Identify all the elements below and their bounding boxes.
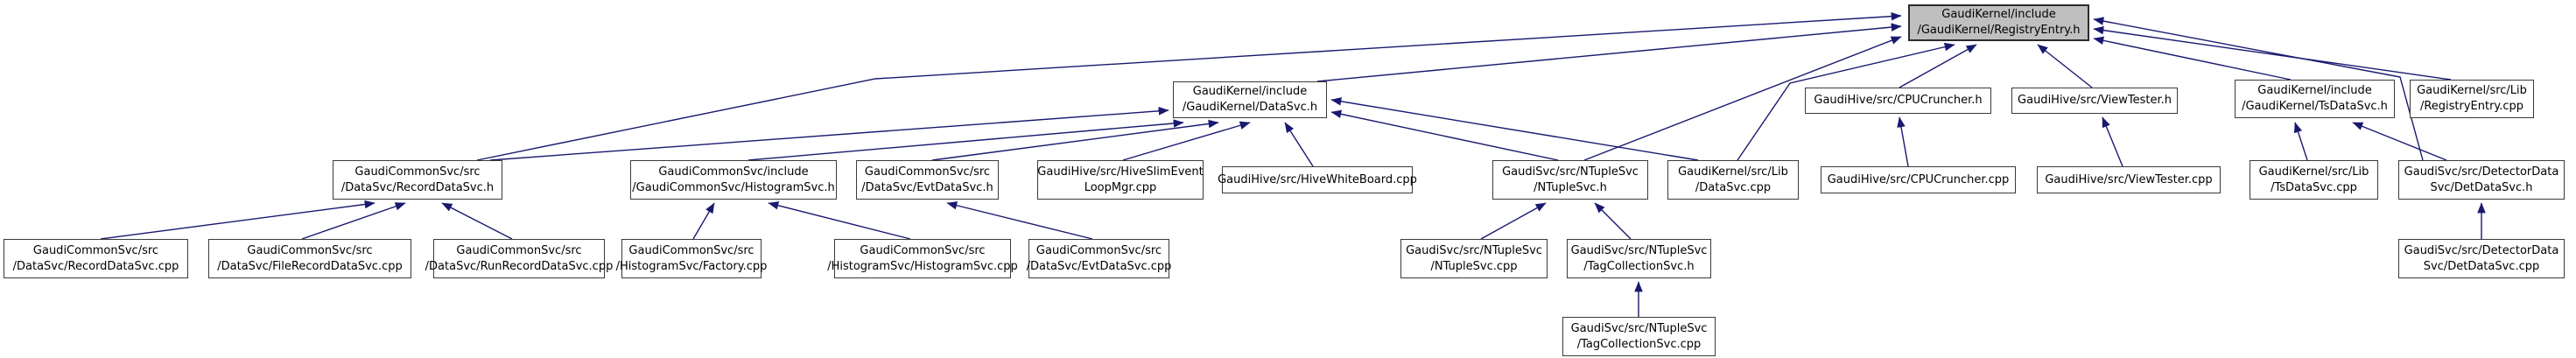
node-evtdatasvc-h[interactable]: GaudiCommonSvc/src /DataSvc/EvtDataSvc.h [856, 160, 999, 200]
node-tagcollectionsvc-cpp[interactable]: GaudiSvc/src/NTupleSvc /TagCollectionSvc… [1562, 317, 1716, 356]
node-cpucruncher-cpp[interactable]: GaudiHive/src/CPUCruncher.cpp [1821, 166, 2016, 193]
node-ntuplesvc-cpp[interactable]: GaudiSvc/src/NTupleSvc /NTupleSvc.cpp [1400, 239, 1548, 278]
include-edge [1330, 109, 1559, 161]
node-label: GaudiCommonSvc/src /DataSvc/EvtDataSvc.h [861, 165, 993, 194]
node-label: GaudiHive/src/ViewTester.h [2018, 94, 2172, 107]
node-cpucruncher-h[interactable]: GaudiHive/src/CPUCruncher.h [1805, 88, 1991, 114]
include-edge [748, 119, 1184, 161]
node-label: GaudiCommonSvc/src /DataSvc/RecordDataSv… [340, 165, 495, 194]
node-registryentry-cpp[interactable]: GaudiKernel/src/Lib /RegistryEntry.cpp [2410, 80, 2534, 118]
node-label: GaudiHive/src/HiveWhiteBoard.cpp [1218, 172, 1417, 186]
node-filerecorddatasvc-cpp[interactable]: GaudiCommonSvc/src /DataSvc/FileRecordDa… [208, 239, 411, 278]
include-edge [1897, 116, 1909, 167]
node-hivewhiteboard-cpp[interactable]: GaudiHive/src/HiveWhiteBoard.cpp [1218, 166, 1417, 193]
node-label: GaudiHive/src/CPUCruncher.cpp [1827, 172, 2010, 186]
include-edge [2352, 122, 2447, 161]
include-edge [1122, 121, 1251, 161]
node-label: GaudiHive/src/ViewTester.cpp [2045, 172, 2213, 186]
include-edge [441, 202, 513, 240]
include-edge [2093, 25, 2452, 81]
node-label: GaudiSvc/src/NTupleSvc /TagCollectionSvc… [1570, 243, 1708, 273]
node-label: GaudiCommonSvc/src /HistogramSvc/Factory… [615, 243, 768, 273]
node-label: GaudiCommonSvc/src /DataSvc/FileRecordDa… [217, 243, 403, 273]
node-tsdatasvc-h[interactable]: GaudiKernel/include /GaudiKernel/TsDataS… [2235, 80, 2395, 118]
node-label: GaudiKernel/include /GaudiKernel/DataSvc… [1182, 85, 1318, 114]
node-histogramsvc-cpp[interactable]: GaudiCommonSvc/src /HistogramSvc/Histogr… [827, 239, 1018, 278]
include-edge [2093, 36, 2292, 81]
include-edge [1583, 36, 1902, 161]
node-label: GaudiCommonSvc/src /DataSvc/RecordDataSv… [12, 243, 179, 273]
node-datasvc-h[interactable]: GaudiKernel/include /GaudiKernel/DataSvc… [1173, 81, 1327, 118]
node-label: GaudiCommonSvc/include /GaudiCommonSvc/H… [632, 165, 835, 194]
include-edge [1316, 23, 1902, 82]
node-detdatasvc-cpp[interactable]: GaudiSvc/src/DetectorData Svc/DetDataSvc… [2398, 239, 2565, 278]
node-histogramsvc-h[interactable]: GaudiCommonSvc/include /GaudiCommonSvc/H… [630, 160, 837, 200]
include-edge [2093, 17, 2424, 161]
node-label: GaudiKernel/include /GaudiKernel/TsDataS… [2242, 84, 2388, 113]
include-edge [1594, 202, 1632, 240]
node-tagcollectionsvc-h[interactable]: GaudiSvc/src/NTupleSvc /TagCollectionSvc… [1567, 239, 1711, 278]
include-edge [1330, 97, 1699, 161]
include-edge [2293, 122, 2308, 161]
node-viewtester-cpp[interactable]: GaudiHive/src/ViewTester.cpp [2037, 166, 2221, 193]
include-edge [100, 200, 376, 240]
node-ntuplesvc-h[interactable]: GaudiSvc/src/NTupleSvc /NTupleSvc.h [1492, 160, 1648, 200]
node-label: GaudiHive/src/HiveSlimEvent LoopMgr.cpp [1037, 165, 1204, 194]
include-edge [2037, 44, 2093, 88]
node-label: GaudiHive/src/CPUCruncher.h [1814, 94, 1983, 107]
include-edge [1480, 202, 1547, 240]
node-label: GaudiKernel/src/Lib /TsDataSvc.cpp [2258, 165, 2369, 194]
include-edge [692, 202, 715, 240]
node-runrecorddatasvc-cpp[interactable]: GaudiCommonSvc/src /DataSvc/RunRecordDat… [425, 239, 613, 278]
node-label: GaudiCommonSvc/src /DataSvc/RunRecordDat… [425, 243, 614, 273]
include-edge [946, 201, 1093, 240]
node-factory-cpp[interactable]: GaudiCommonSvc/src /HistogramSvc/Factory… [616, 239, 767, 278]
include-edge [476, 11, 1902, 161]
node-detdatasvc-h[interactable]: GaudiSvc/src/DetectorData Svc/DetDataSvc… [2398, 160, 2565, 200]
node-recorddatasvc-cpp[interactable]: GaudiCommonSvc/src /DataSvc/RecordDataSv… [4, 239, 188, 278]
include-edge [1284, 122, 1314, 167]
node-label: GaudiSvc/src/DetectorData Svc/DetDataSvc… [2404, 165, 2559, 194]
include-edge [489, 107, 1169, 161]
node-tsdatasvc-cpp[interactable]: GaudiKernel/src/Lib /TsDataSvc.cpp [2250, 160, 2378, 200]
node-viewtester-h[interactable]: GaudiHive/src/ViewTester.h [2011, 88, 2178, 114]
node-registry-entry-h[interactable]: GaudiKernel/include /GaudiKernel/Registr… [1908, 4, 2089, 41]
include-edge [768, 201, 911, 240]
node-label: GaudiSvc/src/NTupleSvc /NTupleSvc.h [1502, 165, 1639, 194]
include-edge [1899, 44, 1977, 88]
include-edge [1737, 42, 1955, 161]
node-label: GaudiSvc/src/DetectorData Svc/DetDataSvc… [2404, 243, 2559, 273]
node-label: GaudiKernel/include /GaudiKernel/Registr… [1917, 8, 2081, 37]
include-edge [301, 202, 406, 240]
node-datasvc-cpp[interactable]: GaudiKernel/src/Lib /DataSvc.cpp [1667, 160, 1799, 200]
include-edge [931, 119, 1219, 161]
node-label: GaudiKernel/src/Lib /RegistryEntry.cpp [2417, 84, 2527, 113]
node-recorddatasvc-h[interactable]: GaudiCommonSvc/src /DataSvc/RecordDataSv… [333, 160, 502, 200]
node-label: GaudiCommonSvc/src /HistogramSvc/Histogr… [827, 243, 1018, 273]
node-hiveslimeventloopmgr-cpp[interactable]: GaudiHive/src/HiveSlimEvent LoopMgr.cpp [1037, 160, 1204, 200]
node-label: GaudiSvc/src/NTupleSvc /NTupleSvc.cpp [1406, 243, 1542, 273]
include-edge [2102, 116, 2123, 167]
node-evtdatasvc-cpp[interactable]: GaudiCommonSvc/src /DataSvc/EvtDataSvc.c… [1026, 239, 1172, 278]
node-label: GaudiCommonSvc/src /DataSvc/EvtDataSvc.c… [1026, 243, 1172, 273]
node-label: GaudiSvc/src/NTupleSvc /TagCollectionSvc… [1570, 321, 1708, 351]
node-label: GaudiKernel/src/Lib /DataSvc.cpp [1678, 165, 1788, 194]
